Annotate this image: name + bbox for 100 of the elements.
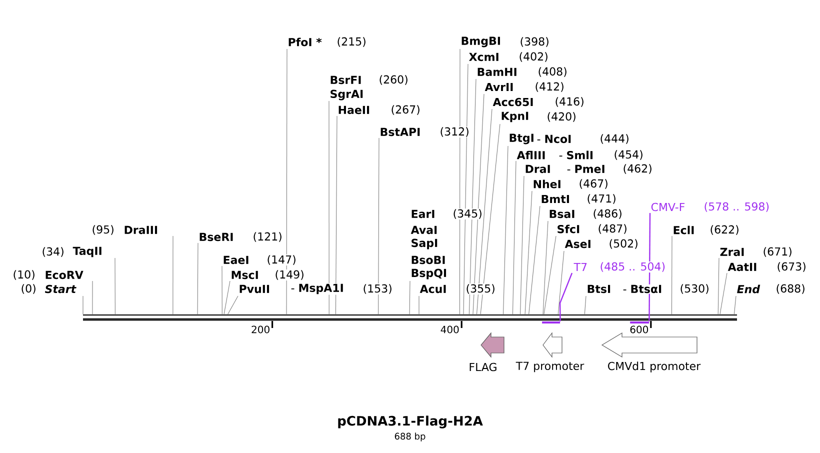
site-position: (345) <box>452 208 483 220</box>
enzyme-name: BsrFI <box>329 75 362 85</box>
site-position: (267) <box>390 104 421 116</box>
leader-line <box>468 78 476 314</box>
site-position: (467) <box>578 178 609 190</box>
sequence-ruler <box>83 314 737 321</box>
feature-label: T7 promoter <box>516 362 584 372</box>
enzyme-name: EarI <box>410 209 436 219</box>
site-position: - NcoI <box>536 134 572 144</box>
site-position: - MspA1I <box>290 283 344 295</box>
enzyme-name: BmgBI <box>460 36 502 48</box>
site-position: (149) <box>274 270 305 280</box>
enzyme-name: BsaI <box>548 209 576 219</box>
enzyme-name: MscI <box>230 270 260 280</box>
leader-line <box>114 258 116 314</box>
site-position: (402) <box>518 52 549 62</box>
enzyme-name: SapI <box>410 238 439 250</box>
leader-line <box>584 296 586 314</box>
leader-line <box>520 176 524 314</box>
enzyme-name: TaqII <box>72 246 103 258</box>
leader-line <box>463 64 468 314</box>
leader-line <box>378 138 380 314</box>
enzyme-name: NheI <box>532 179 562 189</box>
site-position: (147) <box>266 254 297 266</box>
primer-label: (578 .. 598) <box>703 202 770 212</box>
site-position: (215) <box>336 36 367 48</box>
enzyme-name: KpnI <box>500 111 530 123</box>
leader-line <box>512 160 516 314</box>
leader-line <box>418 296 420 314</box>
enzyme-name: BamHI <box>476 67 518 77</box>
enzyme-name: BstAPI <box>379 127 422 137</box>
leader-line <box>528 206 540 314</box>
enzyme-name: SfcI <box>556 224 581 234</box>
enzyme-name: BsoBI <box>410 255 446 265</box>
site-position: - PmeI <box>566 164 606 174</box>
enzyme-name: AvrII <box>484 82 514 92</box>
leader-line <box>524 190 532 314</box>
leader-line <box>197 242 198 314</box>
leader-line <box>503 146 508 314</box>
site-position: (420) <box>546 112 577 122</box>
leader-line <box>224 280 230 314</box>
leader-line <box>335 116 338 314</box>
site-position: (312) <box>439 126 470 138</box>
enzyme-name: ZraI <box>719 247 746 257</box>
site-position: (416) <box>554 96 585 108</box>
enzyme-name: EclI <box>672 225 696 235</box>
enzyme-name: DraI <box>524 164 552 174</box>
site-position: - BtsαI <box>622 284 663 294</box>
enzyme-name: EaeI <box>222 255 250 265</box>
enzyme-name: PfoI * <box>287 37 322 47</box>
site-position: (462) <box>622 164 653 174</box>
leader-line <box>82 296 84 314</box>
leader-line <box>476 108 492 314</box>
leader-line <box>92 280 93 314</box>
site-position: (412) <box>534 82 565 92</box>
enzyme-name: PvuII <box>238 284 271 294</box>
site-position: (0) <box>20 284 37 294</box>
site-position: (398) <box>519 36 550 48</box>
feature-label: FLAG <box>470 362 496 372</box>
site-position: (121) <box>252 232 283 242</box>
primer-label: (485 .. 504) <box>599 262 666 272</box>
enzyme-name: BtsI <box>586 284 612 294</box>
enzyme-name: AseI <box>564 239 592 249</box>
enzyme-name: Acc65I <box>492 97 534 107</box>
leader-line <box>734 296 736 314</box>
site-position: (688) <box>775 284 806 294</box>
leader-line <box>558 250 564 314</box>
map-subtitle: 688 bp <box>394 432 426 442</box>
leader-line <box>671 236 672 314</box>
site-position: (671) <box>762 246 793 258</box>
site-position: (153) <box>362 284 393 294</box>
enzyme-name: AflIII <box>516 150 546 160</box>
feature-label: CMVd1 promoter <box>608 362 701 372</box>
leader-line <box>544 236 556 314</box>
site-position: (355) <box>465 284 496 294</box>
enzyme-name: SgrAI <box>329 89 364 101</box>
leader-line <box>480 124 500 314</box>
leader-line <box>459 48 460 314</box>
site-position: (34) <box>41 246 65 258</box>
enzyme-name: XcmI <box>468 52 500 62</box>
sequence-end-label: End <box>736 284 761 294</box>
leader-line <box>228 296 238 314</box>
leader-line <box>472 94 484 314</box>
primer-label: T7 <box>573 262 588 272</box>
site-position: (408) <box>537 66 568 78</box>
enzyme-name: EcoRV <box>44 270 84 280</box>
scale-label: 400 <box>440 326 459 334</box>
scale-label: 600 <box>630 326 648 334</box>
map-title: pCDNA3.1-Flag-H2A <box>338 416 483 428</box>
enzyme-name: AatII <box>727 262 758 272</box>
leader-line <box>172 236 174 314</box>
leader-line <box>718 258 720 314</box>
site-position: (622) <box>709 224 740 236</box>
leader-line <box>409 280 410 314</box>
sequence-end-label: Start <box>44 284 77 294</box>
enzyme-name: BtgI <box>508 133 535 145</box>
enzyme-name: DraIII <box>123 225 159 235</box>
site-position: (486) <box>592 208 623 220</box>
site-position: (10) <box>12 270 36 280</box>
site-position: (471) <box>586 194 617 204</box>
